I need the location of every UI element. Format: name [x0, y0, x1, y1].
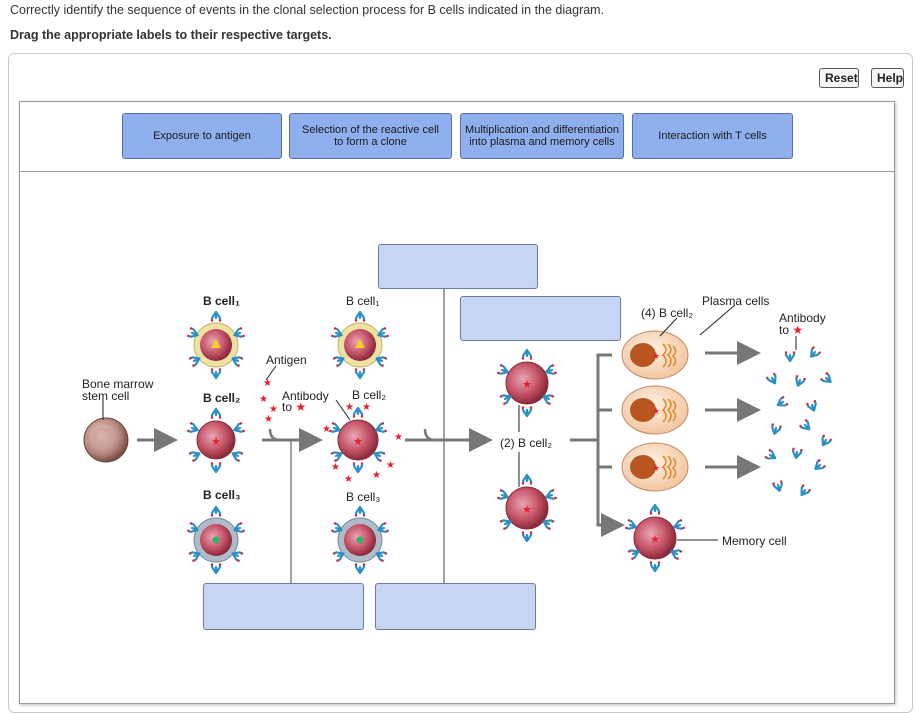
- drop-target-1[interactable]: [378, 244, 538, 289]
- memory-cell-label: Memory cell: [722, 534, 787, 548]
- svg-text:★: ★: [211, 436, 221, 448]
- svg-text:★: ★: [652, 463, 660, 473]
- plasma-cells-label: Plasma cells: [702, 294, 770, 308]
- b-cell-2-clone-label: (2) B cell₂: [500, 436, 553, 450]
- svg-text:★: ★: [650, 534, 660, 546]
- b-cell-3-left: [185, 505, 247, 575]
- memory-cell: ★: [623, 503, 687, 573]
- svg-text:★: ★: [372, 470, 381, 481]
- stem-cell: [83, 417, 129, 463]
- b-cell-2-plasma-label: (4) B cell₂: [641, 306, 694, 320]
- antigen-stars: ★ ★ ★ ★: [259, 378, 278, 425]
- drop-target-2[interactable]: [460, 296, 621, 341]
- label-selection-reactive-cell[interactable]: Selection of the reactive cell to form a…: [289, 113, 452, 159]
- branch-bracket: [596, 353, 620, 527]
- plasma-cell: ★: [621, 442, 689, 492]
- antibody-to-label-right: to ★: [779, 323, 804, 337]
- svg-text:★: ★: [394, 432, 403, 443]
- b-cell-1-label-bold: B cell₁: [203, 294, 240, 308]
- plasma-cell: ★: [621, 330, 689, 380]
- free-antibodies: [763, 344, 836, 499]
- question-text: Correctly identify the sequence of event…: [10, 3, 605, 17]
- b-cell-1-middle: [329, 310, 391, 380]
- b-cell-2-clone-top: ★: [495, 348, 559, 418]
- b-cell-1-left: [185, 310, 247, 380]
- b-cell-1-label: B cell₁: [346, 294, 380, 308]
- svg-text:★: ★: [522, 504, 532, 516]
- b-cell-2-label: B cell₂: [352, 388, 387, 402]
- label-multiplication-differentiation[interactable]: Multiplication and differentiation into …: [460, 113, 624, 159]
- svg-text:★: ★: [362, 402, 371, 413]
- svg-text:★: ★: [345, 402, 354, 413]
- svg-text:★: ★: [264, 414, 273, 425]
- antibody-label-left: Antibody: [282, 389, 329, 403]
- b-cell-3-label-bold: B cell₃: [203, 488, 241, 502]
- receptor-hook: [268, 428, 281, 442]
- svg-text:★: ★: [259, 394, 268, 405]
- svg-text:★: ★: [522, 379, 532, 391]
- svg-text:★: ★: [269, 404, 278, 415]
- antibody-to-label-left: to ★: [282, 400, 307, 414]
- b-cell-2-middle: ★ ★ ★ ★ ★ ★ ★ ★ ★: [322, 402, 403, 485]
- b-cell-2-left: ★: [185, 407, 247, 474]
- plasma-cell: ★: [621, 385, 689, 435]
- b-cell-2-label-bold: B cell₂: [203, 391, 241, 405]
- help-button[interactable]: Help: [871, 68, 904, 88]
- task-instruction: Drag the appropriate labels to their res…: [10, 28, 332, 42]
- label-interaction-t-cells[interactable]: Interaction with T cells: [632, 113, 793, 159]
- svg-text:★: ★: [322, 424, 331, 435]
- receptor-hook: [423, 428, 436, 442]
- b-cell-2-clone-bottom: ★: [495, 473, 559, 543]
- svg-text:★: ★: [386, 460, 395, 471]
- svg-text:★: ★: [263, 378, 272, 389]
- antibody-label-right: Antibody: [779, 311, 826, 325]
- svg-text:★: ★: [344, 474, 353, 485]
- svg-text:★: ★: [353, 436, 363, 448]
- label-bank: [19, 101, 895, 172]
- antigen-label: Antigen: [266, 353, 307, 367]
- reset-button[interactable]: Reset: [819, 68, 859, 88]
- svg-text:★: ★: [652, 351, 660, 361]
- svg-text:★: ★: [331, 462, 340, 473]
- drop-target-3[interactable]: [203, 583, 364, 630]
- svg-text:★: ★: [652, 406, 660, 416]
- label-exposure-to-antigen[interactable]: Exposure to antigen: [122, 113, 282, 159]
- b-cell-3-middle: [329, 505, 391, 575]
- b-cell-3-label: B cell₃: [346, 490, 381, 504]
- drop-target-4[interactable]: [375, 583, 536, 630]
